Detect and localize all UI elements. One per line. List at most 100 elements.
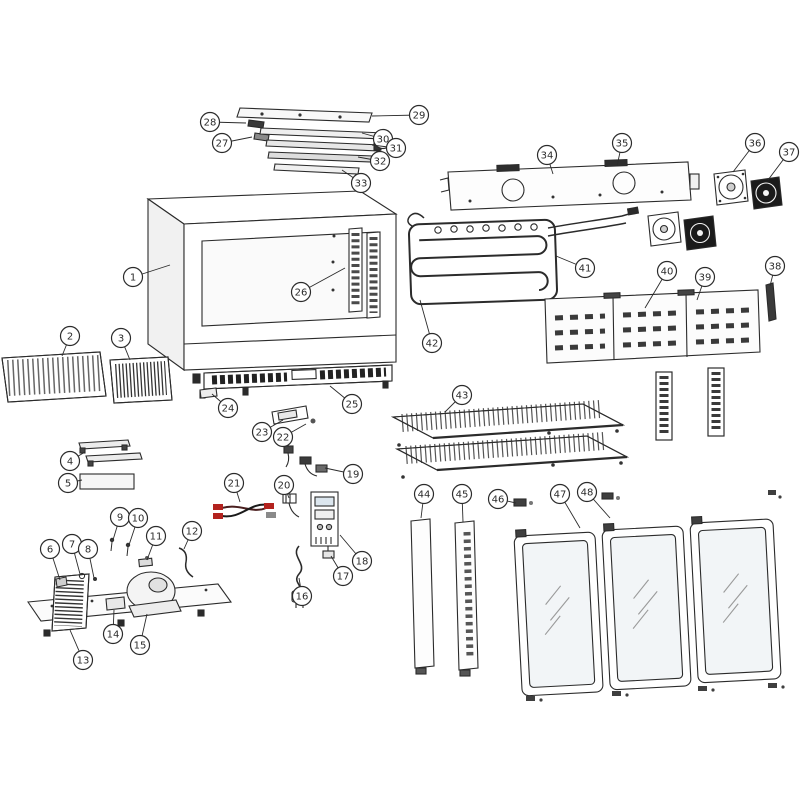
callout-label-7: 7 bbox=[69, 540, 75, 551]
panel-foot bbox=[242, 387, 249, 396]
callout-label-42: 42 bbox=[426, 339, 439, 350]
callout-circle-35 bbox=[611, 132, 633, 154]
glass-door bbox=[513, 529, 604, 697]
capillary-tube bbox=[178, 547, 194, 578]
wire-shelf bbox=[391, 400, 625, 440]
callout-circle-28 bbox=[199, 111, 221, 133]
callout-label-46: 46 bbox=[492, 495, 505, 506]
display-pcb bbox=[271, 405, 316, 425]
callout-circle-48 bbox=[576, 481, 598, 503]
callout-label-5: 5 bbox=[65, 479, 71, 490]
callout-circle-16 bbox=[291, 585, 313, 607]
callout-circle-5 bbox=[57, 472, 79, 494]
callout-label-19: 19 bbox=[347, 470, 360, 481]
glass-door bbox=[601, 522, 692, 691]
callout-circle-18 bbox=[351, 550, 373, 572]
callout-circle-22 bbox=[272, 426, 294, 448]
top-panel-assembly bbox=[236, 107, 386, 175]
cabinet-foot bbox=[192, 373, 201, 384]
callout-label-11: 11 bbox=[150, 532, 163, 543]
callout-label-9: 9 bbox=[117, 513, 123, 524]
callout-label-1: 1 bbox=[130, 273, 136, 284]
callout-circle-8 bbox=[77, 538, 99, 560]
callout-label-20: 20 bbox=[278, 481, 291, 492]
callout-circle-19 bbox=[342, 463, 364, 485]
callout-circle-12 bbox=[181, 520, 203, 542]
callout-label-31: 31 bbox=[390, 144, 403, 155]
callout-circle-36 bbox=[744, 132, 766, 154]
callout-label-29: 29 bbox=[413, 111, 426, 122]
plug-pair bbox=[299, 456, 328, 477]
callout-label-40: 40 bbox=[661, 267, 674, 278]
drier-filter bbox=[138, 557, 153, 568]
callout-circle-47 bbox=[549, 483, 571, 505]
louver-strip bbox=[655, 371, 673, 441]
fan-motor bbox=[750, 176, 783, 210]
top-rear-panel bbox=[439, 159, 700, 211]
callout-label-24: 24 bbox=[222, 404, 235, 415]
side-panel-louvered bbox=[454, 520, 479, 677]
callout-label-15: 15 bbox=[134, 641, 147, 652]
door-hinge-parts bbox=[526, 490, 785, 702]
callout-label-8: 8 bbox=[85, 545, 91, 556]
callout-label-18: 18 bbox=[356, 557, 369, 568]
callout-circle-11 bbox=[145, 525, 167, 547]
compressor-assembly bbox=[27, 537, 233, 637]
callout-circle-27 bbox=[211, 132, 233, 154]
callout-circle-29 bbox=[408, 104, 430, 126]
callout-circle-43 bbox=[451, 384, 473, 406]
glass-door bbox=[689, 515, 782, 684]
callout-label-17: 17 bbox=[337, 572, 350, 583]
callout-circle-37 bbox=[778, 141, 800, 163]
callout-label-48: 48 bbox=[581, 488, 594, 499]
callout-circle-20 bbox=[273, 474, 295, 496]
shelf-clips bbox=[397, 429, 623, 479]
hinge bbox=[601, 492, 620, 500]
callout-circle-23 bbox=[251, 421, 273, 443]
top-panel bbox=[259, 127, 386, 140]
callout-label-6: 6 bbox=[47, 545, 53, 556]
callout-circle-3 bbox=[110, 327, 132, 349]
callout-label-10: 10 bbox=[132, 514, 145, 525]
callout-label-12: 12 bbox=[186, 527, 199, 538]
callout-label-35: 35 bbox=[616, 139, 629, 150]
callout-circle-33 bbox=[350, 172, 372, 194]
callout-circle-10 bbox=[127, 507, 149, 529]
callout-label-32: 32 bbox=[374, 157, 387, 168]
callout-circle-14 bbox=[102, 623, 124, 645]
callout-label-22: 22 bbox=[277, 433, 290, 444]
cover-plate bbox=[79, 473, 135, 490]
callout-label-13: 13 bbox=[77, 656, 90, 667]
callout-label-47: 47 bbox=[554, 490, 567, 501]
callout-circle-38 bbox=[764, 255, 786, 277]
callout-label-3: 3 bbox=[118, 334, 124, 345]
starter-relay bbox=[105, 596, 126, 611]
callout-label-23: 23 bbox=[256, 428, 269, 439]
callout-label-21: 21 bbox=[228, 479, 241, 490]
callout-label-33: 33 bbox=[355, 179, 368, 190]
callout-label-41: 41 bbox=[579, 264, 592, 275]
callout-label-28: 28 bbox=[204, 118, 217, 129]
callout-circle-32 bbox=[369, 150, 391, 172]
top-panel bbox=[267, 151, 374, 163]
callout-circle-1 bbox=[122, 266, 144, 288]
callout-circle-25 bbox=[341, 393, 363, 415]
top-panel bbox=[265, 139, 382, 152]
cabinet-body bbox=[146, 190, 398, 384]
coil-clamps bbox=[434, 223, 538, 234]
front-vent-panel bbox=[199, 364, 393, 399]
deck-foot bbox=[197, 609, 205, 617]
callout-label-43: 43 bbox=[456, 391, 469, 402]
top-panel bbox=[236, 107, 373, 123]
callout-circle-17 bbox=[332, 565, 354, 587]
panel-foot bbox=[382, 380, 389, 389]
hinge bbox=[513, 498, 533, 507]
callout-label-34: 34 bbox=[541, 151, 554, 162]
callout-circle-44 bbox=[413, 483, 435, 505]
thermostat-controller bbox=[310, 491, 339, 547]
callout-circle-13 bbox=[72, 649, 94, 671]
bracket-part bbox=[199, 387, 218, 399]
callout-label-4: 4 bbox=[67, 457, 73, 468]
